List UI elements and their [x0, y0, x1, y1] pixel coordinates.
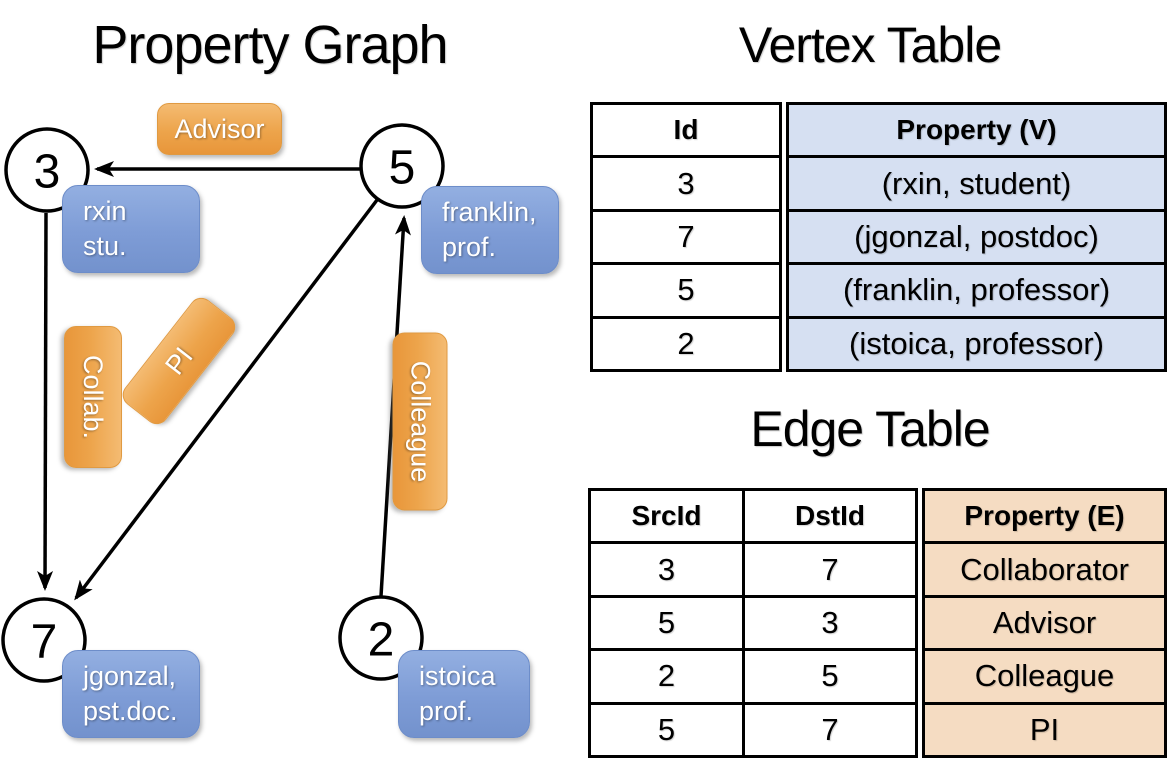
- vertex-label-rxin-line2: stu.: [83, 231, 127, 261]
- edge-label-advisor-text: Advisor: [174, 113, 265, 144]
- table-cell: (istoica, professor): [789, 315, 1164, 369]
- table-cell: Advisor: [925, 594, 1164, 648]
- table-row: 3 7: [591, 541, 915, 595]
- table-row: 5 3: [591, 594, 915, 649]
- table-row: 2 5: [591, 648, 915, 702]
- edge-table-title: Edge Table: [750, 401, 990, 457]
- vertex-table-header-id: Id: [673, 114, 699, 146]
- table-cell: (rxin, student): [789, 155, 1164, 208]
- vertex-id-5: 5: [389, 142, 416, 195]
- table-cell: (franklin, professor): [789, 262, 1164, 315]
- vertex-label-rxin: rxin stu.: [62, 185, 200, 273]
- vertex-label-jgonzal-line1: jgonzal,: [83, 661, 177, 691]
- table-cell: (jgonzal, postdoc): [789, 208, 1164, 262]
- table-cell: 7: [742, 544, 915, 595]
- property-graph-panel: Property Graph 3 5 7 2 Ad: [0, 0, 570, 760]
- edge-label-advisor: Advisor: [157, 103, 282, 155]
- vertex-id-3: 3: [34, 146, 61, 199]
- vertex-label-istoica-line1: istoica: [419, 661, 496, 691]
- vertex-table-property-column: Property (V) (rxin, student) (jgonzal, p…: [786, 102, 1167, 372]
- table-cell: 2: [593, 315, 779, 369]
- tables-panel: Vertex Table Id 3 7 5 2 Property (V) (rx…: [570, 0, 1170, 760]
- vertex-table-id-column: Id 3 7 5 2: [590, 102, 782, 372]
- vertex-circle-5: [359, 123, 445, 209]
- table-cell: 5: [593, 262, 779, 315]
- vertex-label-jgonzal: jgonzal, pst.doc.: [62, 650, 200, 738]
- table-cell: 3: [742, 597, 915, 649]
- table-column-gap: [782, 102, 786, 372]
- vertex-label-franklin-line2: prof.: [442, 232, 497, 262]
- edge-table-header-dstid: DstId: [742, 491, 915, 542]
- edge-label-pi-text: PI: [158, 341, 199, 380]
- edge-label-colleague-text: Colleague: [405, 360, 436, 483]
- edge-label-collab-text: Collab.: [78, 354, 109, 440]
- table-cell: 7: [593, 208, 779, 262]
- edge-arrow-5-to-7: [74, 198, 379, 601]
- edge-table-property-column: Property (E) Collaborator Advisor Collea…: [922, 488, 1167, 758]
- edge-label-colleague: Colleague: [392, 332, 448, 511]
- table-cell: 3: [657, 551, 676, 587]
- table-row: SrcId DstId: [591, 491, 915, 542]
- table-cell: 5: [657, 605, 676, 641]
- edge-label-collab: Collab.: [64, 326, 122, 468]
- edge-table: SrcId DstId 3 7 5 3 2 5 5 7: [588, 488, 1167, 758]
- edge-arrow-3-to-7: [37, 212, 54, 591]
- table-cell: 5: [742, 651, 915, 702]
- edge-table-header-srcid: SrcId: [631, 500, 702, 532]
- table-cell: PI: [925, 701, 1164, 755]
- vertex-label-franklin: franklin, prof.: [421, 186, 559, 274]
- vertex-label-istoica-line2: prof.: [419, 696, 474, 726]
- table-cell: 5: [657, 711, 676, 747]
- vertex-label-jgonzal-line2: pst.doc.: [83, 696, 178, 726]
- table-column-gap: [918, 488, 922, 758]
- vertex-label-istoica: istoica prof.: [398, 650, 530, 738]
- table-cell: Collaborator: [925, 541, 1164, 594]
- vertex-table-header-property: Property (V): [896, 114, 1057, 146]
- vertex-id-7: 7: [31, 616, 58, 669]
- table-cell: 2: [657, 658, 676, 694]
- vertex-label-franklin-line1: franklin,: [442, 197, 537, 227]
- graph-title: Property Graph: [92, 15, 448, 75]
- table-cell: 7: [742, 704, 915, 756]
- table-row: 5 7: [591, 701, 915, 756]
- edge-table-id-columns: SrcId DstId 3 7 5 3 2 5 5 7: [588, 488, 918, 758]
- vertex-table-title: Vertex Table: [738, 17, 1002, 73]
- vertex-table: Id 3 7 5 2 Property (V) (rxin, student) …: [590, 102, 1167, 372]
- vertex-label-rxin-line1: rxin: [83, 196, 127, 226]
- table-cell: Colleague: [925, 648, 1164, 701]
- vertex-id-2: 2: [368, 614, 395, 667]
- edge-table-header-property: Property (E): [964, 500, 1125, 532]
- table-cell: 3: [593, 155, 779, 208]
